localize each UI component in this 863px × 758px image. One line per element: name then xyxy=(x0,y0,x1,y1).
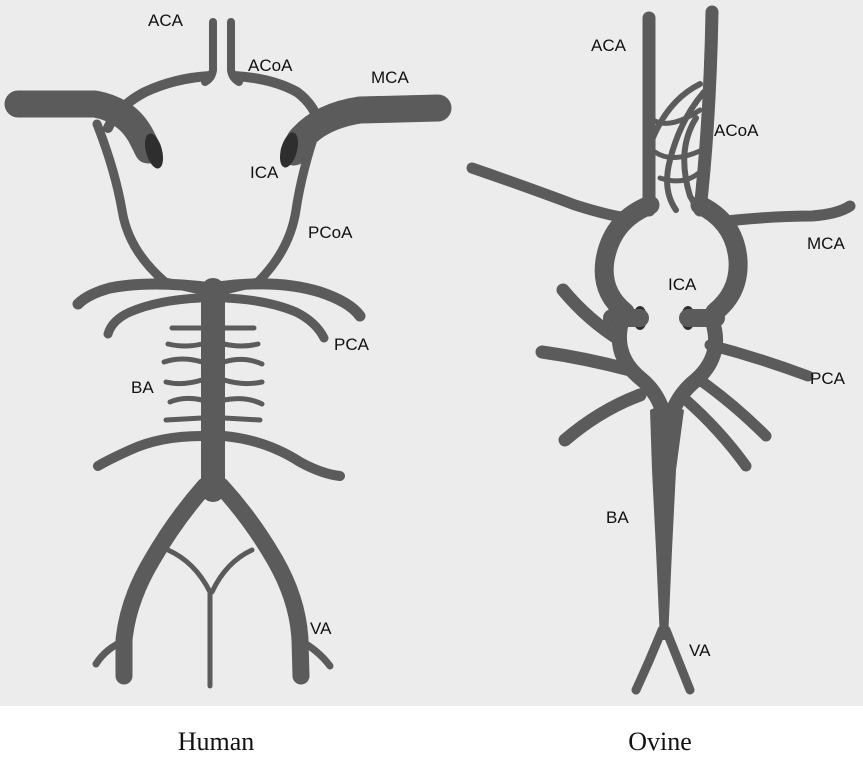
human-label-pcoa: PCoA xyxy=(308,223,353,242)
ovine-label-mca: MCA xyxy=(807,234,845,253)
ovine-diagram: ACA ACoA MCA ICA PCA BA VA Ovine xyxy=(458,0,863,756)
human-diagram: ACA ACoA MCA ICA PCoA PCA BA VA Human xyxy=(0,0,458,756)
ovine-caption: Ovine xyxy=(628,727,692,756)
human-label-acoa: ACoA xyxy=(248,56,293,75)
human-label-aca: ACA xyxy=(148,11,184,30)
human-caption: Human xyxy=(178,727,255,756)
ovine-label-ba: BA xyxy=(606,508,629,527)
human-label-pca: PCA xyxy=(334,335,370,354)
human-label-mca: MCA xyxy=(371,68,409,87)
ovine-label-aca: ACA xyxy=(591,36,627,55)
human-label-ba: BA xyxy=(131,378,154,397)
human-label-va: VA xyxy=(310,619,332,638)
ovine-label-acoa: ACoA xyxy=(714,121,759,140)
ovine-label-va: VA xyxy=(689,641,711,660)
ovine-label-pca: PCA xyxy=(810,369,846,388)
human-label-ica: ICA xyxy=(250,163,279,182)
ovine-label-ica: ICA xyxy=(668,275,697,294)
